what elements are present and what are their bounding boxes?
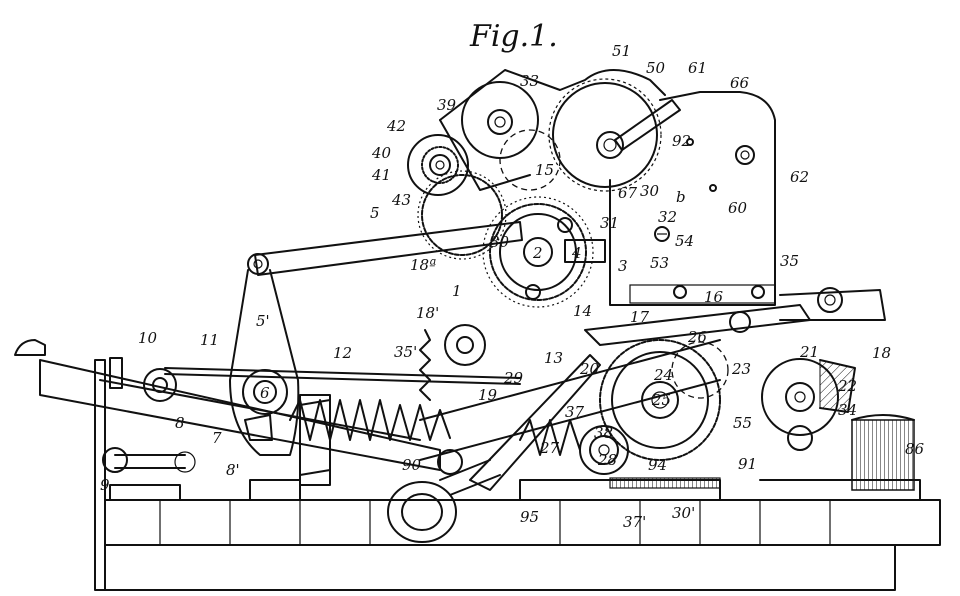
- label-8-prime: 8': [226, 461, 240, 479]
- label-19: 19: [478, 386, 498, 404]
- label-51: 51: [612, 42, 631, 60]
- label-86: 86: [905, 440, 925, 458]
- label-92: 92: [672, 132, 691, 150]
- label-1: 1: [452, 282, 462, 300]
- part-labels: 51 50 61 66 33 39 92 62 42 40 41 15 67 3…: [100, 42, 925, 531]
- label-2: 2: [532, 244, 543, 262]
- label-54: 54: [675, 232, 694, 250]
- label-13: 13: [544, 349, 563, 367]
- label-28: 28: [597, 451, 617, 469]
- label-95: 95: [520, 508, 539, 526]
- label-61: 61: [688, 59, 707, 77]
- label-90: 90: [402, 456, 422, 474]
- label-67: 67: [618, 184, 638, 202]
- label-12: 12: [333, 344, 352, 362]
- label-4: 4: [571, 244, 582, 262]
- label-31: 31: [600, 214, 619, 232]
- gear-40: [407, 134, 469, 196]
- label-41: 41: [371, 166, 391, 184]
- label-5-prime: 5': [256, 312, 270, 330]
- label-37: 37: [565, 403, 585, 421]
- label-26: 26: [687, 328, 708, 346]
- label-24: 24: [653, 366, 673, 384]
- label-94: 94: [648, 456, 667, 474]
- label-b: b: [676, 188, 686, 206]
- label-7: 7: [212, 429, 222, 447]
- label-5: 5: [370, 204, 380, 222]
- gear-24: [671, 341, 729, 399]
- gear-25: [599, 339, 721, 461]
- label-11: 11: [200, 331, 219, 349]
- label-32: 32: [658, 208, 677, 226]
- label-33: 33: [520, 72, 539, 90]
- label-30-prime: 30': [672, 504, 695, 522]
- roller-16: [729, 287, 886, 333]
- gear-28: [579, 425, 629, 475]
- label-18-prime: 18': [416, 304, 439, 322]
- label-8: 8: [175, 414, 185, 432]
- label-25: 25: [651, 391, 671, 409]
- label-6: 6: [260, 384, 270, 402]
- spring-19: [419, 329, 431, 401]
- label-43: 43: [391, 191, 411, 209]
- label-66: 66: [730, 74, 750, 92]
- label-42: 42: [386, 117, 406, 135]
- label-29: 29: [503, 369, 524, 387]
- label-40: 40: [371, 144, 392, 162]
- rod-12: [164, 367, 521, 385]
- machine-base: [94, 359, 941, 591]
- label-50: 50: [646, 59, 666, 77]
- lever-8: [14, 339, 441, 473]
- label-3: 3: [618, 257, 628, 275]
- label-55: 55: [733, 414, 752, 432]
- figure-title: Fig.1.: [469, 19, 558, 54]
- label-18a: 18ª: [410, 256, 436, 274]
- label-30-lower: 30: [490, 233, 510, 251]
- label-53: 53: [650, 254, 669, 272]
- label-35: 35: [780, 252, 799, 270]
- label-17: 17: [630, 308, 650, 326]
- label-37-prime: 37': [623, 513, 646, 531]
- label-35-prime: 35': [394, 343, 417, 361]
- link-5: [229, 221, 523, 456]
- roller-18: [444, 324, 486, 366]
- label-14: 14: [573, 302, 592, 320]
- label-39: 39: [437, 96, 457, 114]
- label-20: 20: [579, 360, 600, 378]
- label-34: 34: [838, 401, 857, 419]
- label-30: 30: [640, 182, 660, 200]
- rail-30p: [609, 477, 721, 489]
- label-27: 27: [539, 439, 560, 457]
- label-38: 38: [594, 424, 613, 442]
- gear-33: [461, 81, 561, 191]
- label-23: 23: [731, 360, 751, 378]
- gear-50: [548, 78, 681, 192]
- block-86: [851, 414, 915, 491]
- label-62: 62: [790, 168, 809, 186]
- label-10: 10: [138, 329, 158, 347]
- spring-90: [289, 394, 451, 486]
- label-18: 18: [872, 344, 891, 362]
- label-91: 91: [738, 455, 757, 473]
- label-60: 60: [728, 199, 748, 217]
- label-16: 16: [704, 288, 724, 306]
- gear-2: [482, 196, 606, 308]
- upper-housing: [439, 69, 776, 306]
- label-21: 21: [799, 343, 819, 361]
- label-9: 9: [100, 476, 110, 494]
- label-15: 15: [535, 161, 554, 179]
- gear-22: [761, 358, 856, 451]
- label-22: 22: [837, 377, 857, 395]
- pulley-95: [387, 449, 501, 543]
